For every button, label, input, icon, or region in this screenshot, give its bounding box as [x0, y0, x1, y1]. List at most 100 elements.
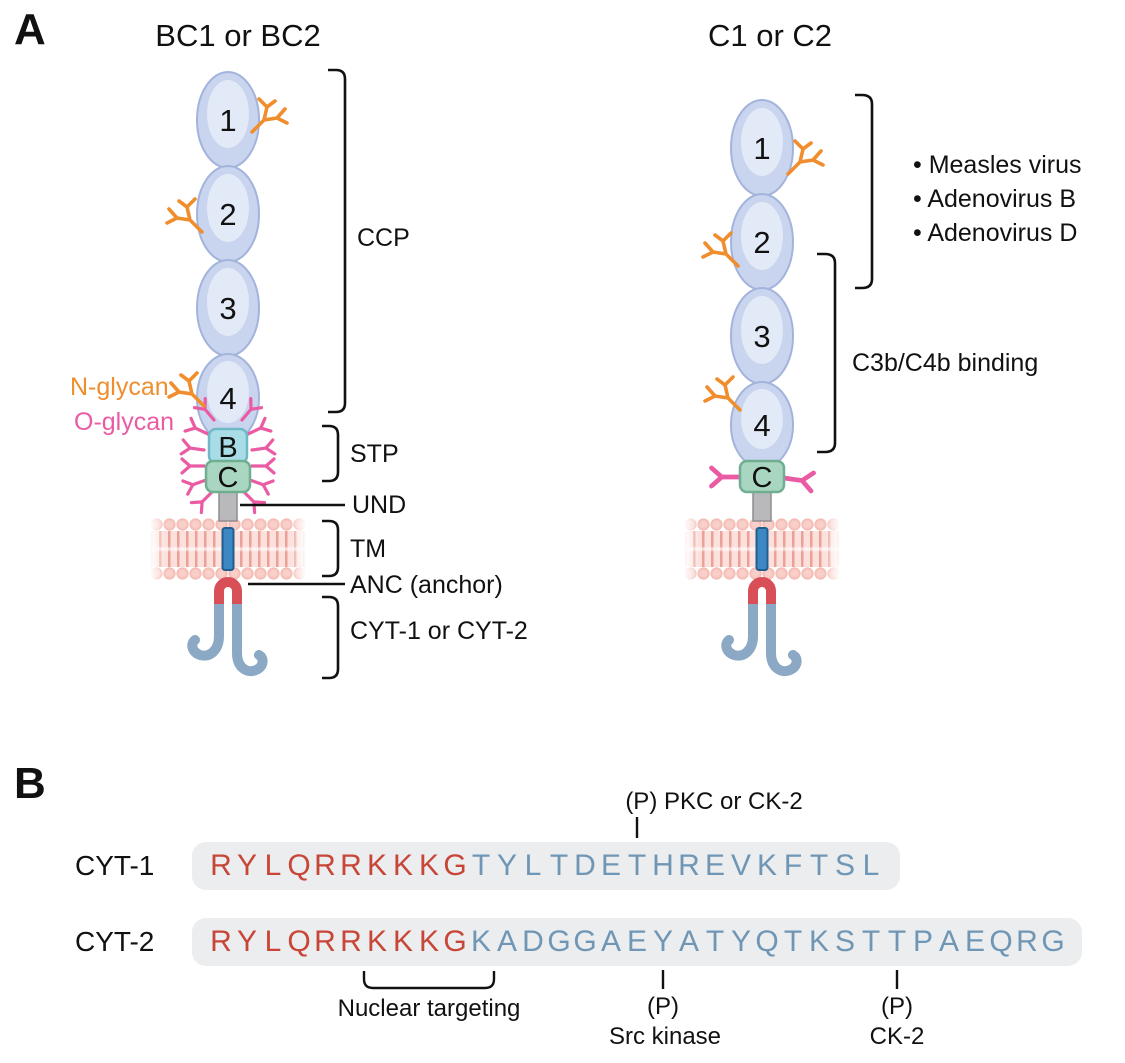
seq-letter: D [522, 925, 544, 958]
panel-a-label: A [14, 5, 46, 54]
tm-bar [755, 527, 769, 571]
seq-letter: G [573, 925, 597, 958]
stp-domain-c: C [204, 459, 252, 494]
anchor-arch [214, 577, 242, 604]
n-glycan-icons [165, 97, 289, 408]
seq-letter: L [862, 849, 880, 882]
seq-letter: Y [652, 925, 673, 958]
cyt2-row-label: CYT-2 [75, 926, 155, 957]
seq-letter: K [470, 925, 491, 958]
nuclear-targeting-label: Nuclear targeting [337, 995, 521, 1022]
tm-bar [221, 527, 235, 571]
seq-letter: A [678, 925, 699, 958]
cyt-region-label: CYT-1 or CYT-2 [350, 617, 528, 645]
seq-letter: T [471, 849, 491, 882]
cyt-tail-right [232, 594, 268, 677]
lipid-heads-top [684, 518, 840, 531]
ccp-domain-4: 4 [730, 381, 794, 469]
cyt1-row-label: CYT-1 [75, 850, 155, 881]
svg-text:4: 4 [219, 381, 236, 416]
seq-letter: L [264, 849, 282, 882]
seq-letter: Y [236, 925, 257, 958]
seq-letter: A [496, 925, 517, 958]
und-region-label: UND [352, 491, 407, 519]
structure-c1-c2: 1 2 3 4 C [701, 93, 874, 677]
seq-letter: R [340, 849, 362, 882]
panel-b-label: B [14, 759, 46, 808]
svg-text:1: 1 [219, 103, 236, 138]
seq-letter: E [600, 849, 621, 882]
seq-letter: G [443, 849, 467, 882]
seq-letter: V [730, 849, 751, 882]
stp-domain-c: C [738, 459, 786, 494]
anchor-arch [748, 577, 776, 604]
svg-text:1: 1 [753, 131, 770, 166]
svg-text:C: C [218, 462, 239, 494]
svg-text:3: 3 [753, 319, 770, 354]
seq-letter: K [366, 925, 387, 958]
stp-region-label: STP [350, 440, 399, 468]
seq-letter: R [210, 925, 232, 958]
lipid-heads-bottom [150, 567, 306, 580]
n-glycan-icons [701, 139, 825, 412]
seq-letter: T [861, 925, 881, 958]
svg-text:2: 2 [219, 197, 236, 232]
virus-bracket [855, 93, 874, 290]
seq-letter: K [418, 849, 439, 882]
seq-letter: K [392, 849, 413, 882]
seq-letter: L [524, 849, 542, 882]
stp-domain-b: B [207, 427, 249, 465]
seq-letter: G [443, 925, 467, 958]
seq-letter: Q [287, 849, 311, 882]
ccp-domain-1: 1 [196, 71, 260, 169]
tm-bracket [322, 519, 340, 578]
anc-region-label: ANC (anchor) [350, 571, 503, 599]
ccp-domain-1: 1 [730, 99, 794, 197]
panel-b-pointers [362, 817, 899, 990]
virus-list: Measles virus Adenovirus B Adenovirus D [913, 148, 1082, 250]
right-brackets [817, 93, 874, 454]
seq-letter: K [366, 849, 387, 882]
o-glycan-cluster [709, 465, 816, 494]
virus-list-item: Adenovirus D [913, 216, 1082, 250]
left-brackets [240, 68, 347, 680]
seq-letter: T [887, 925, 907, 958]
seq-letter: Y [236, 849, 257, 882]
cyt-tail-left [187, 594, 224, 661]
left-structure-title: BC1 or BC2 [155, 18, 321, 53]
seq-letter: E [626, 925, 647, 958]
seq-letter: R [340, 925, 362, 958]
c3b-bracket [817, 252, 837, 454]
svg-text:B: B [218, 432, 237, 464]
ccp-domain-3: 3 [730, 287, 794, 385]
cyt-bracket [322, 595, 340, 680]
seq-letter: R [1016, 925, 1038, 958]
lipid-heads-bottom [684, 567, 840, 580]
seq-letter: R [678, 849, 700, 882]
seq-letter: K [418, 925, 439, 958]
svg-text:3: 3 [219, 291, 236, 326]
seq-letter: K [808, 925, 829, 958]
lipid-heads-top [150, 518, 306, 531]
seq-letter: P [912, 925, 933, 958]
seq-letter: T [705, 925, 725, 958]
seq-letter: K [756, 849, 777, 882]
src-p-symbol: (P) [647, 993, 679, 1020]
virus-list-item: Adenovirus B [913, 182, 1082, 216]
seq-letter: G [1041, 925, 1065, 958]
c3b-c4b-binding-label: C3b/C4b binding [852, 349, 1039, 377]
svg-text:4: 4 [753, 408, 770, 443]
seq-letter: S [834, 925, 855, 958]
seq-letter: A [600, 925, 621, 958]
seq-letter: S [834, 849, 855, 882]
ck2-p-symbol: (P) [881, 993, 913, 1020]
seq-letter: E [704, 849, 725, 882]
nuclear-targeting-bracket [362, 971, 496, 990]
seq-letter: Y [730, 925, 751, 958]
o-glycan-label: O-glycan [74, 408, 175, 436]
ccp-domain-3: 3 [196, 259, 260, 357]
